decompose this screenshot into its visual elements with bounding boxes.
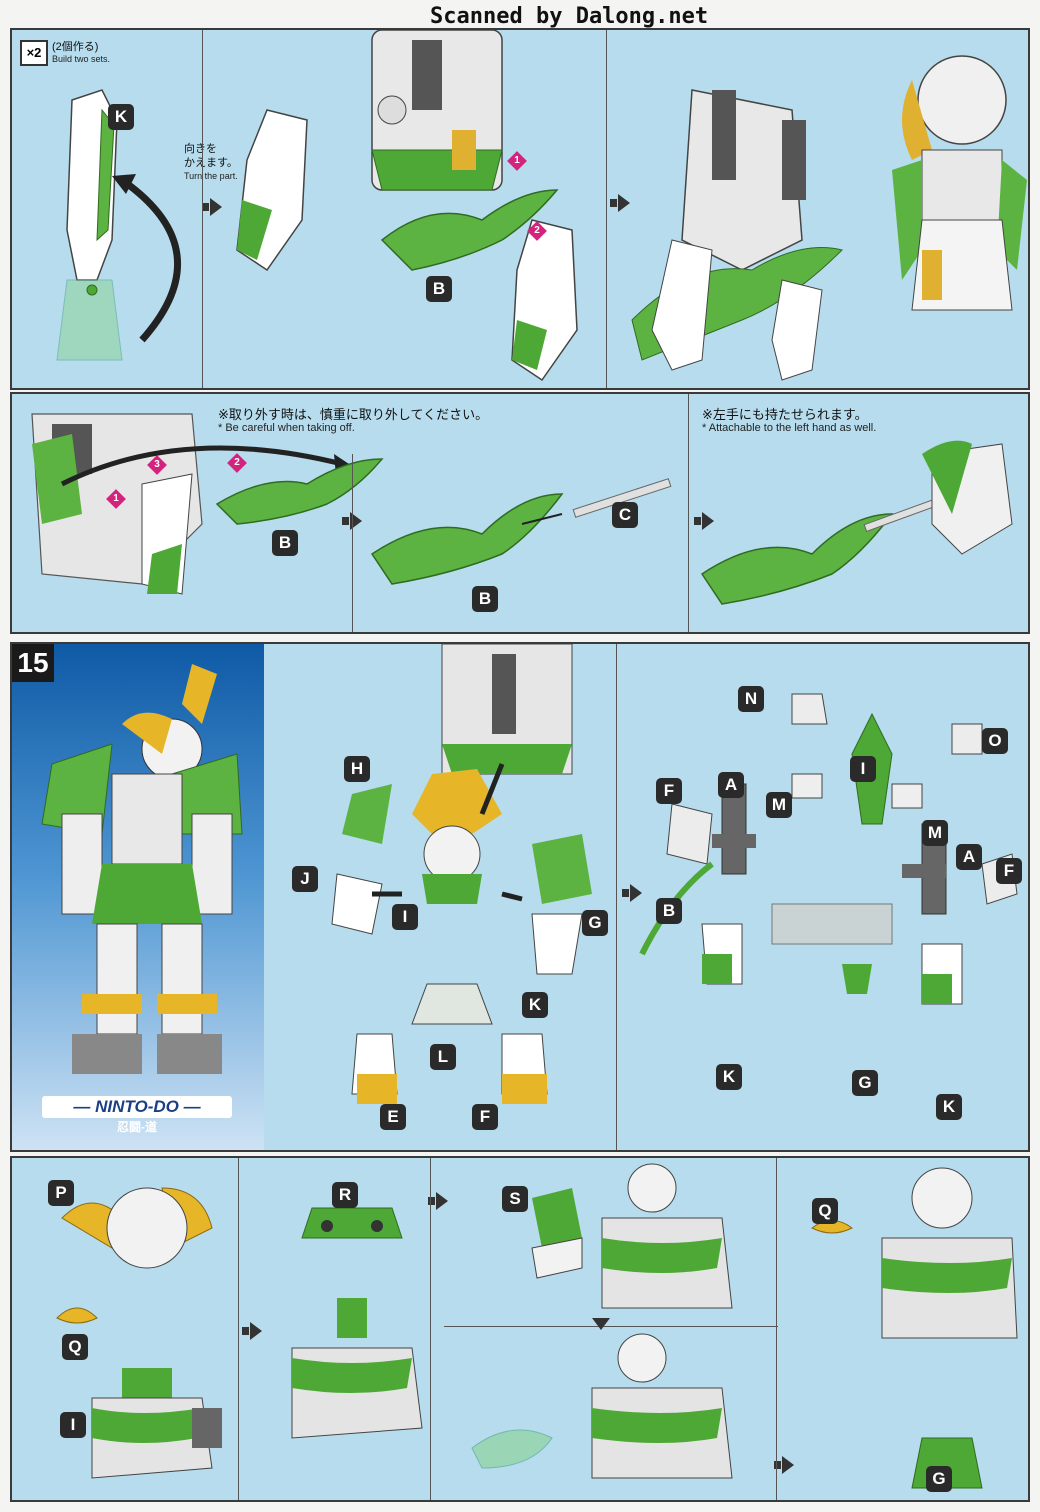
panel-divider <box>430 1158 431 1500</box>
scanner-watermark: Scanned by Dalong.net <box>430 4 709 29</box>
assembly-panel-weapon: ※取り外す時は、慎重に取り外してください。 * Be careful when … <box>10 392 1030 634</box>
part-label-e: E <box>380 1104 406 1130</box>
part-label-i: I <box>60 1412 86 1438</box>
panel-divider <box>352 454 353 632</box>
part-label-c: C <box>612 502 638 528</box>
part-label-f: F <box>472 1104 498 1130</box>
caution-note-en: * Be careful when taking off. <box>218 422 355 434</box>
wing-part-illustration <box>380 189 559 271</box>
model-name-jp: 忍闘-道 <box>117 1120 157 1134</box>
part-label-b: B <box>472 586 498 612</box>
robot-hand-with-sword-illustration <box>700 440 1013 605</box>
panel-divider <box>202 30 203 388</box>
step-marker-1: 1 <box>106 489 126 509</box>
part-label-k: K <box>522 992 548 1018</box>
part-label-p: P <box>48 1180 74 1206</box>
part-label-i: I <box>392 904 418 930</box>
part-label-n: N <box>738 686 764 712</box>
turn-instruction-en: Turn the part. <box>184 171 238 181</box>
part-label-a: A <box>956 844 982 870</box>
inner-frame-diagram <box>639 693 1018 1005</box>
next-step-arrow <box>202 198 222 216</box>
part-label-o: O <box>982 728 1008 754</box>
step-15-panel: — NINTO-DO — 忍闘-道 15 H J I G K L E F <box>10 642 1030 1152</box>
part-label-b: B <box>656 898 682 924</box>
part-label-l: L <box>430 1044 456 1070</box>
wing-part-illustration <box>215 458 384 525</box>
next-step-arrow <box>242 1322 262 1340</box>
caution-note-jp: ※取り外す時は、慎重に取り外してください。 <box>218 407 489 422</box>
left-hand-note-en: * Attachable to the left hand as well. <box>702 422 877 434</box>
make-count-en: Build two sets. <box>52 54 111 64</box>
part-label-b: B <box>426 276 452 302</box>
next-step-arrow <box>622 884 642 902</box>
multiplier-badge: ×2 <box>20 40 48 66</box>
next-step-arrow <box>592 1318 610 1330</box>
face-attach-illustration <box>531 1163 733 1309</box>
part-label-q: Q <box>62 1334 88 1360</box>
part-label-a: A <box>718 772 744 798</box>
leg-attach-illustration <box>236 109 308 272</box>
rotate-arrow-icon <box>112 174 181 343</box>
step-marker-2: 2 <box>527 221 547 241</box>
head-crest-illustration <box>56 1187 222 1479</box>
part-label-g: G <box>926 1466 952 1492</box>
ninto-do-figure <box>41 664 243 1074</box>
part-label-g: G <box>582 910 608 936</box>
part-label-m: M <box>922 820 948 846</box>
head-cover-illustration <box>291 1207 423 1439</box>
part-label-f: F <box>996 858 1022 884</box>
part-label-f: F <box>656 778 682 804</box>
next-step-arrow <box>342 512 362 530</box>
panel-divider <box>238 1158 239 1500</box>
left-hand-note-jp: ※左手にも持たせられます。 <box>702 407 868 422</box>
model-name-en: — NINTO-DO — <box>42 1096 232 1118</box>
turn-instruction-jp-1: 向きを <box>184 143 217 155</box>
leg-attach-illustration-2 <box>511 219 578 382</box>
robot-body-illustration <box>892 55 1027 311</box>
panel-divider <box>444 1326 778 1327</box>
next-step-arrow <box>774 1456 794 1474</box>
leg-part-illustration <box>56 89 123 361</box>
part-label-i: I <box>850 756 876 782</box>
panel-divider <box>606 30 607 388</box>
part-label-j: J <box>292 866 318 892</box>
scarf-detach-illustration <box>471 1333 733 1479</box>
completed-model-preview: — NINTO-DO — 忍闘-道 <box>12 644 264 1150</box>
assembly-panel-leg-wings: ×2 (2個作る) Build two sets. K 向きを かえます。 Tu… <box>10 28 1030 390</box>
part-label-g: G <box>852 1070 878 1096</box>
part-label-r: R <box>332 1182 358 1208</box>
part-label-b: B <box>272 530 298 556</box>
part-label-k: K <box>936 1094 962 1120</box>
step-marker-3: 3 <box>147 455 167 475</box>
wing-sword-assembly-illustration <box>370 478 672 585</box>
upper-body-illustration <box>371 30 503 191</box>
part-label-s: S <box>502 1186 528 1212</box>
assembled-backpack-illustration <box>631 89 843 381</box>
panel-divider <box>616 644 617 1150</box>
next-step-arrow <box>428 1192 448 1210</box>
part-label-h: H <box>344 756 370 782</box>
head-assembly-panel: P Q I R S Q G <box>10 1156 1030 1502</box>
part-label-k: K <box>108 104 134 130</box>
next-step-arrow <box>694 512 714 530</box>
turn-instruction-jp-2: かえます。 <box>184 157 238 169</box>
part-label-k: K <box>716 1064 742 1090</box>
make-count-jp: (2個作る) <box>52 41 99 53</box>
step-marker-1: 1 <box>507 151 527 171</box>
step-number: 15 <box>12 644 54 682</box>
part-label-q: Q <box>812 1198 838 1224</box>
disassembly-diagram <box>331 644 592 1104</box>
panel-divider <box>776 1158 777 1500</box>
head-complete-illustration <box>811 1167 1018 1489</box>
next-step-arrow <box>610 194 630 212</box>
panel-divider <box>688 394 689 632</box>
part-label-m: M <box>766 792 792 818</box>
